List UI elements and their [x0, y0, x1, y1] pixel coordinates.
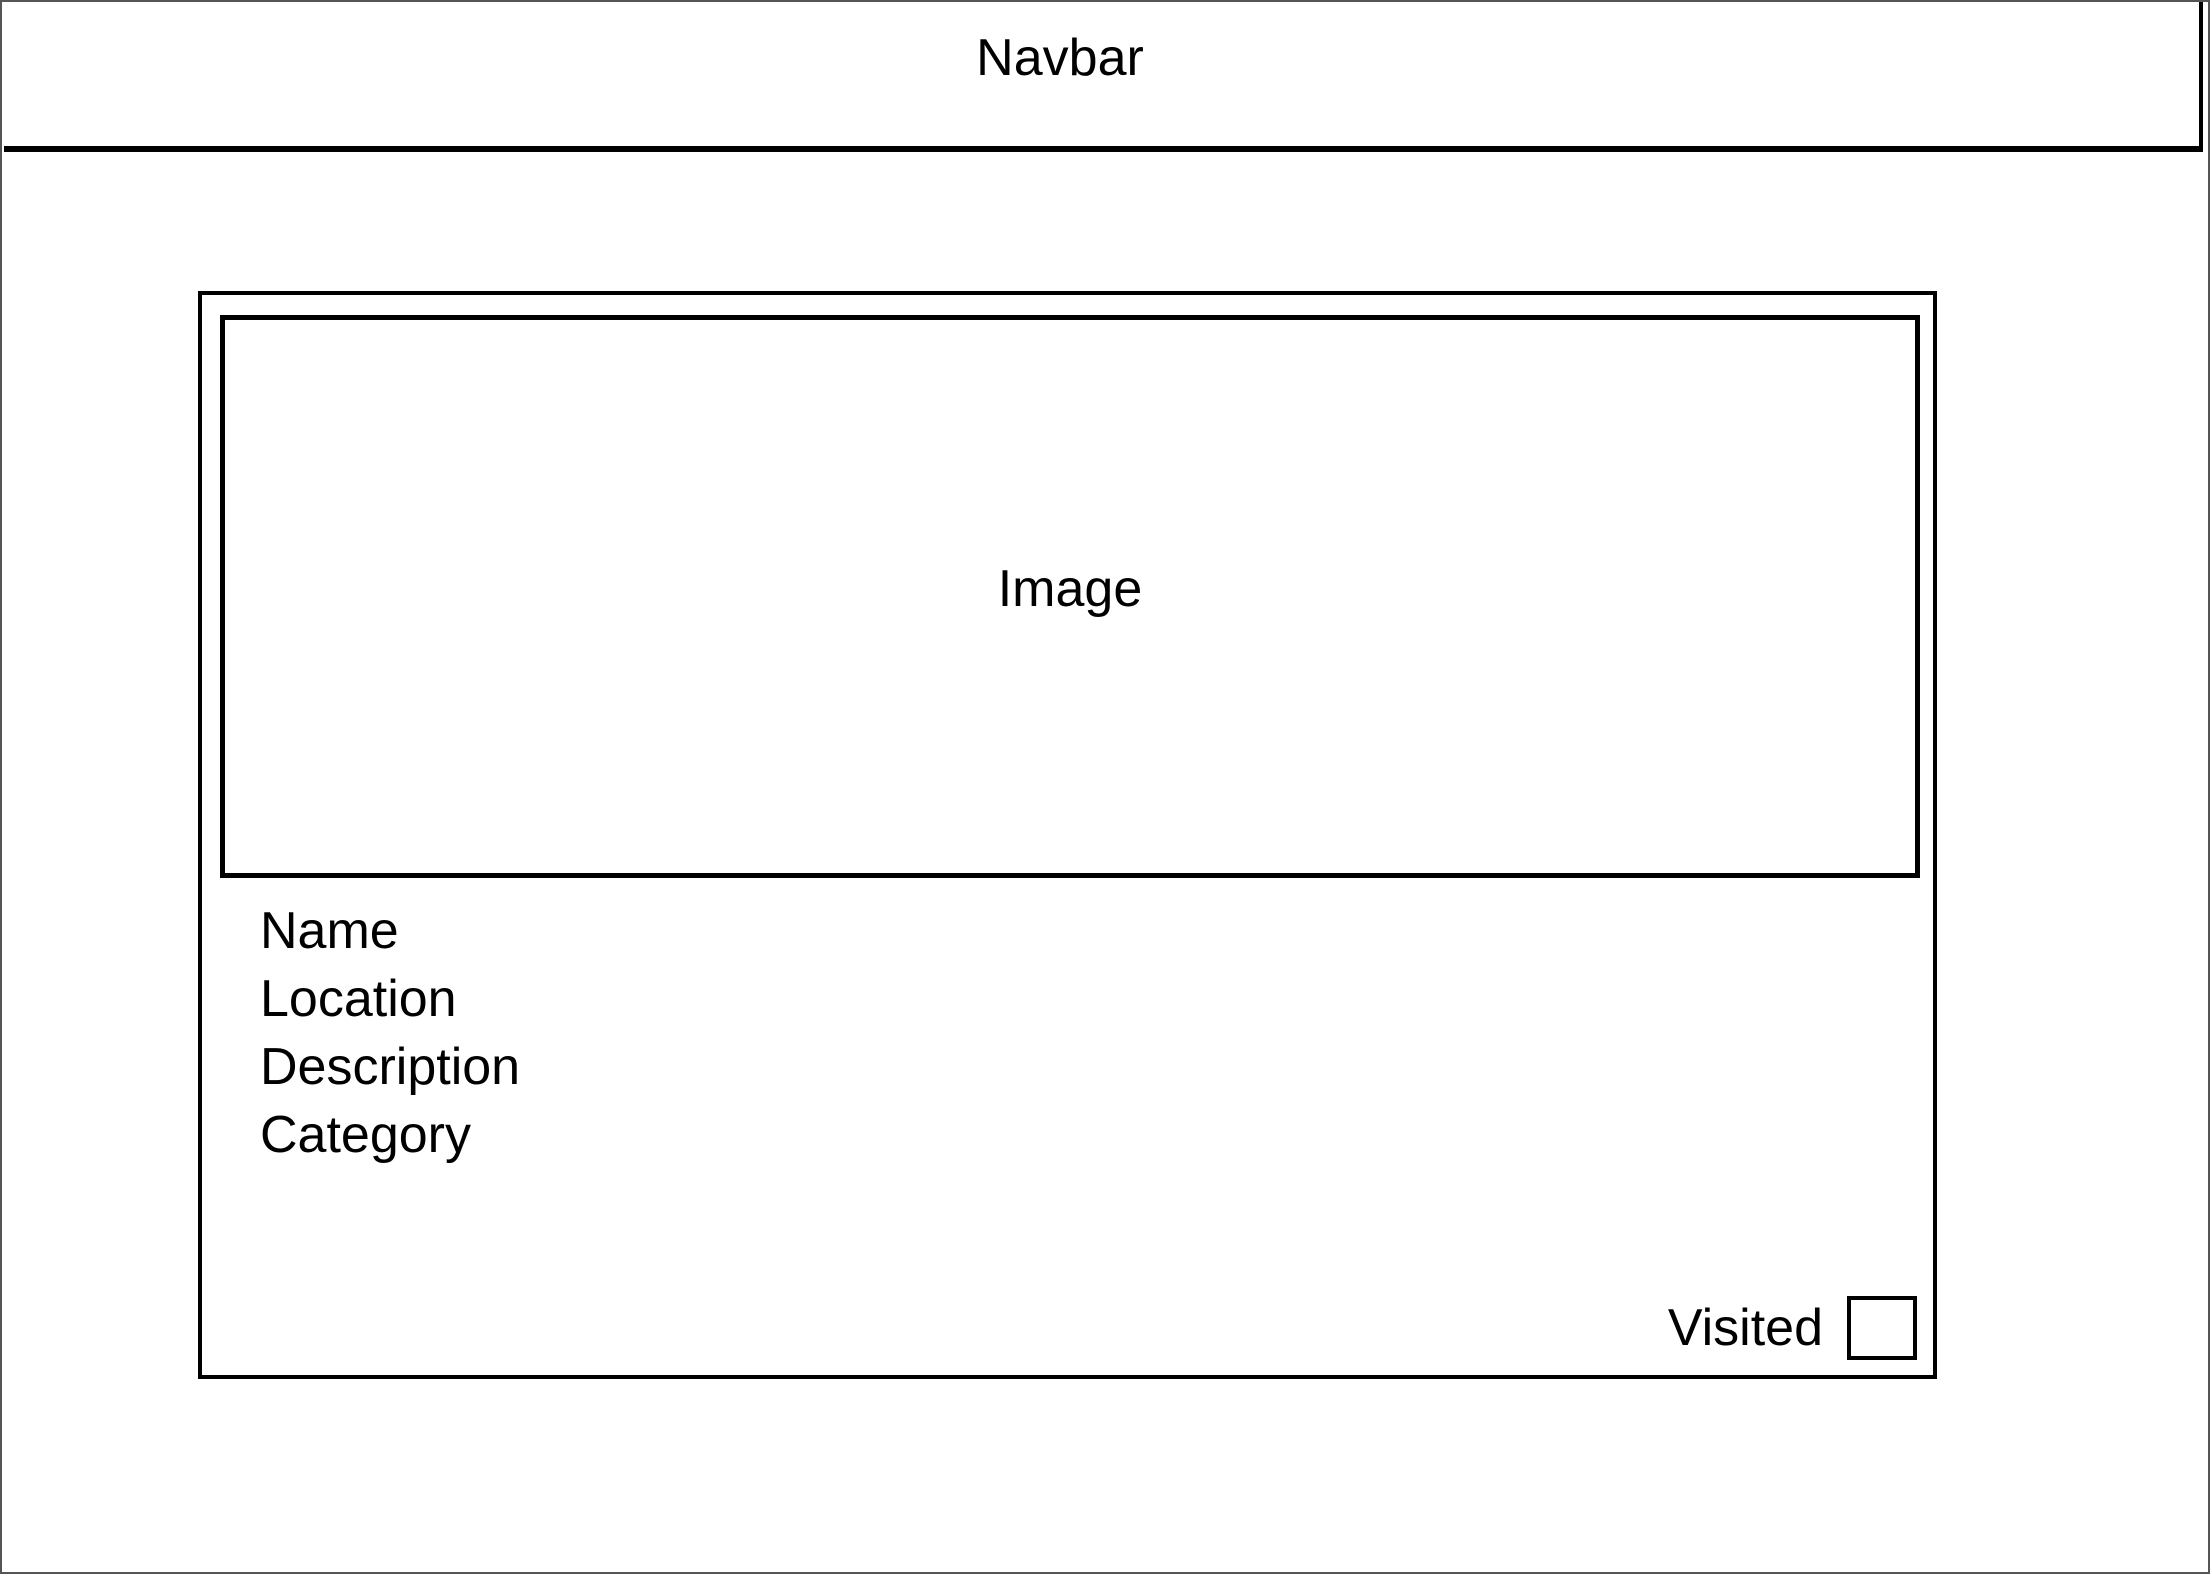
- visited-row: Visited: [1668, 1296, 1917, 1360]
- name-field: Name: [260, 902, 399, 960]
- card-details: Name Location Description Category: [260, 897, 520, 1169]
- navbar: Navbar: [4, 2, 2203, 152]
- location-field: Location: [260, 970, 457, 1028]
- place-card: Image Name Location Description Category…: [198, 291, 1937, 1379]
- image-label: Image: [997, 560, 1143, 618]
- navbar-title: Navbar: [976, 29, 1144, 87]
- description-field: Description: [260, 1038, 521, 1096]
- category-field: Category: [260, 1106, 471, 1164]
- image-placeholder: Image: [220, 315, 1920, 878]
- visited-label: Visited: [1667, 1299, 1823, 1357]
- visited-checkbox[interactable]: [1847, 1296, 1917, 1360]
